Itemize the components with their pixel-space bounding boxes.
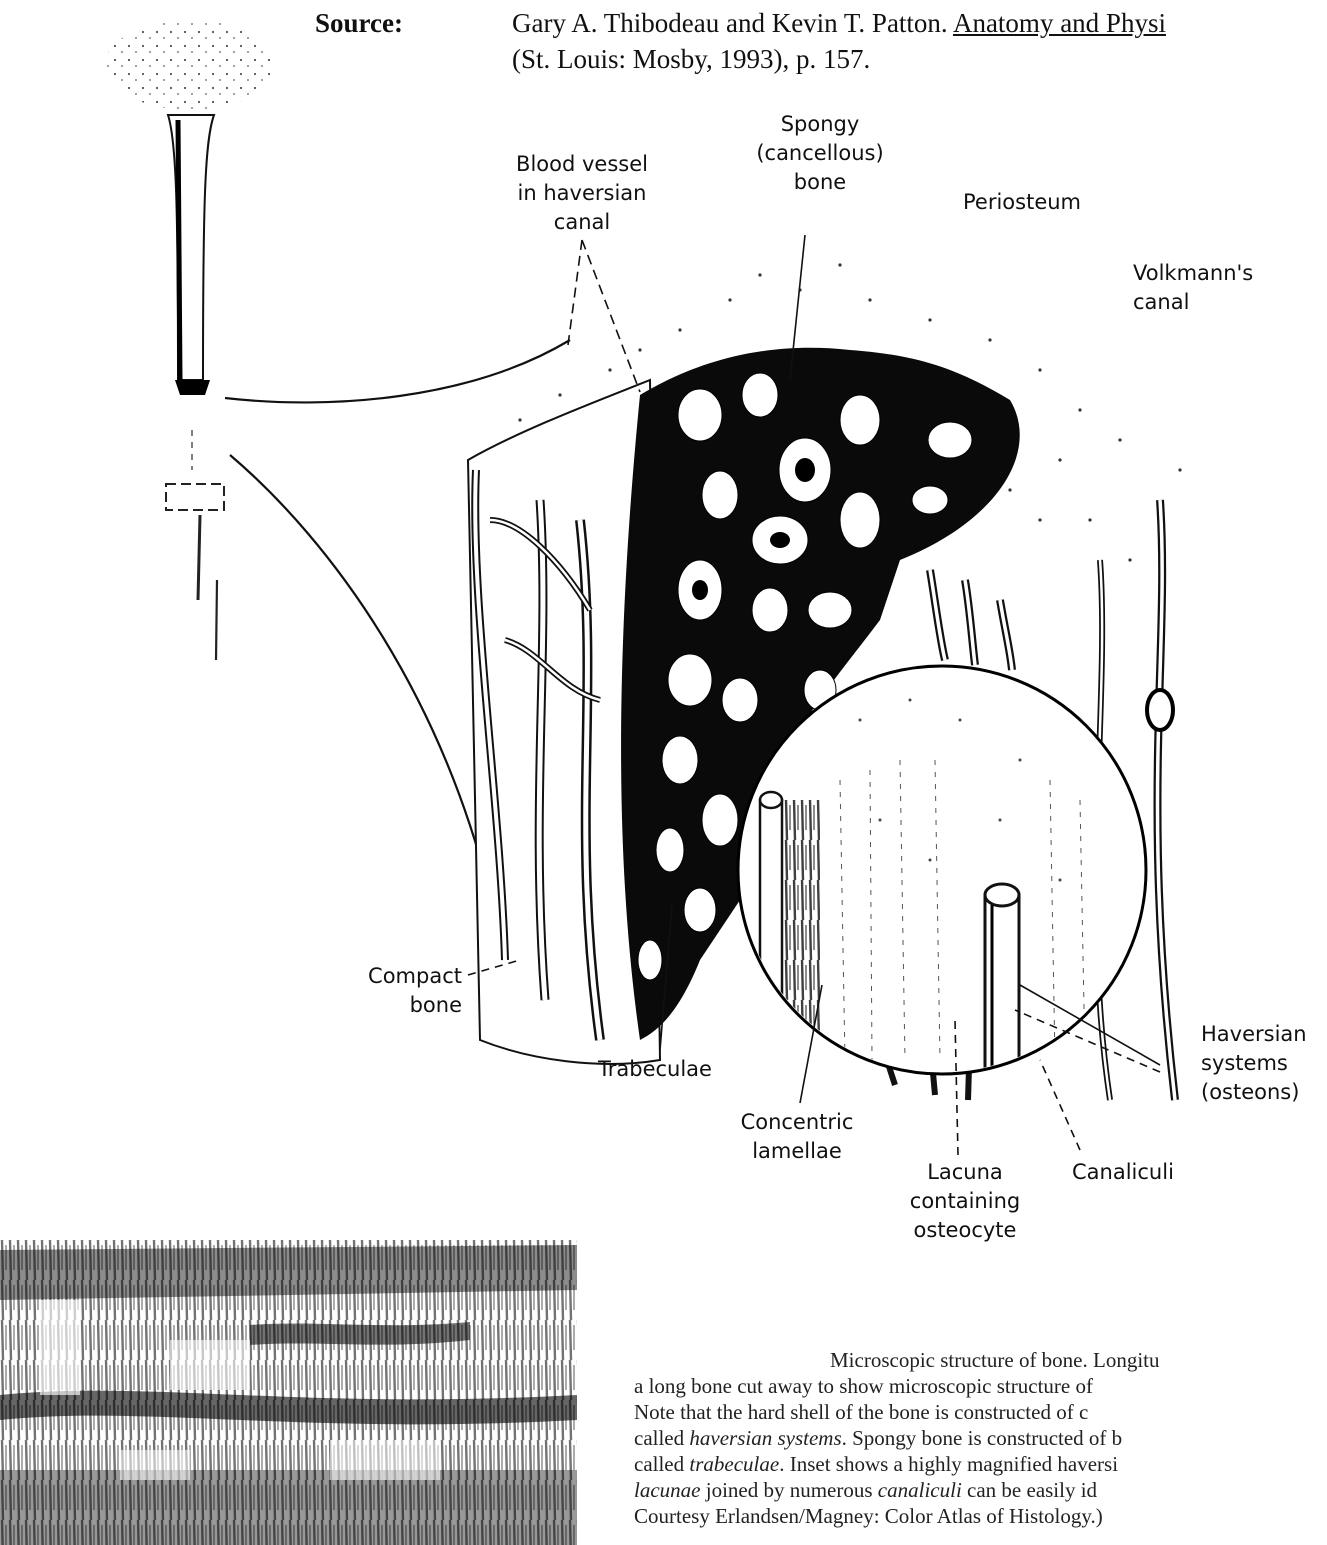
label-lacuna-line-3: osteocyte xyxy=(900,1216,1030,1245)
caption-line-2: a long bone cut away to show microscopic… xyxy=(634,1373,1327,1399)
label-compact-bone: Compact bone xyxy=(330,962,462,1020)
label-volkmann-line-2: canal xyxy=(1133,288,1253,317)
caption-line-4-post: . Spongy bone is constructed of b xyxy=(842,1426,1123,1450)
label-haversian-line-1: Haversian xyxy=(1201,1020,1307,1049)
caption-line-6: lacunae joined by numerous canaliculi ca… xyxy=(634,1477,1327,1503)
label-lacuna: Lacuna containing osteocyte xyxy=(900,1158,1030,1245)
caption-line-3: Note that the hard shell of the bone is … xyxy=(634,1399,1327,1425)
label-lacuna-line-1: Lacuna xyxy=(900,1158,1030,1187)
caption-line-7: Courtesy Erlandsen/Magney: Color Atlas o… xyxy=(634,1503,1327,1529)
label-blood-vessel-line-3: canal xyxy=(492,208,672,237)
caption-term-trabeculae: trabeculae xyxy=(689,1452,779,1476)
label-concentric-line-2: lamellae xyxy=(722,1137,872,1166)
zoom-line-upper xyxy=(225,340,570,402)
caption-term-haversian: haversian systems xyxy=(689,1426,841,1450)
label-lacuna-line-2: containing xyxy=(900,1187,1030,1216)
caption-line-6-mid: joined by numerous xyxy=(700,1478,877,1502)
figure-caption: Microscopic structure of bone. Longitu a… xyxy=(634,1347,1327,1529)
label-canaliculi: Canaliculi xyxy=(1072,1158,1174,1187)
label-compact-line-1: Compact xyxy=(330,962,462,991)
label-spongy-line-2: (cancellous) xyxy=(738,139,902,168)
long-bone-sketch xyxy=(105,20,275,660)
label-concentric-line-1: Concentric xyxy=(722,1108,872,1137)
zoom-line-lower xyxy=(230,455,498,930)
caption-term-lacunae: lacunae xyxy=(634,1478,700,1502)
label-spongy-line-1: Spongy xyxy=(738,110,902,139)
caption-term-canaliculi: canaliculi xyxy=(878,1478,962,1502)
label-concentric-lamellae: Concentric lamellae xyxy=(722,1108,872,1166)
caption-line-5: called trabeculae. Inset shows a highly … xyxy=(634,1451,1327,1477)
label-compact-line-2: bone xyxy=(330,991,462,1020)
caption-line-5-post: . Inset shows a highly magnified haversi xyxy=(779,1452,1118,1476)
label-haversian-line-2: systems xyxy=(1201,1049,1307,1078)
label-blood-vessel-line-1: Blood vessel xyxy=(492,150,672,179)
bone-micrograph xyxy=(0,1240,577,1545)
label-haversian-line-3: (osteons) xyxy=(1201,1078,1307,1107)
bone-block xyxy=(468,263,1182,1100)
label-spongy-bone: Spongy (cancellous) bone xyxy=(738,110,902,197)
label-periosteum: Periosteum xyxy=(963,188,1081,217)
label-haversian-systems: Haversian systems (osteons) xyxy=(1201,1020,1307,1107)
caption-line-1: Microscopic structure of bone. Longitu xyxy=(634,1347,1327,1373)
caption-line-4-pre: called xyxy=(634,1426,689,1450)
label-volkmann-canal: Volkmann's canal xyxy=(1133,259,1253,317)
caption-line-4: called haversian systems. Spongy bone is… xyxy=(634,1425,1327,1451)
caption-line-5-pre: called xyxy=(634,1452,689,1476)
label-blood-vessel-line-2: in haversian xyxy=(492,179,672,208)
label-trabeculae: Trabeculae xyxy=(598,1055,712,1084)
caption-line-6-post: can be easily id xyxy=(962,1478,1097,1502)
label-blood-vessel: Blood vessel in haversian canal xyxy=(492,150,672,237)
label-spongy-line-3: bone xyxy=(738,168,902,197)
label-volkmann-line-1: Volkmann's xyxy=(1133,259,1253,288)
